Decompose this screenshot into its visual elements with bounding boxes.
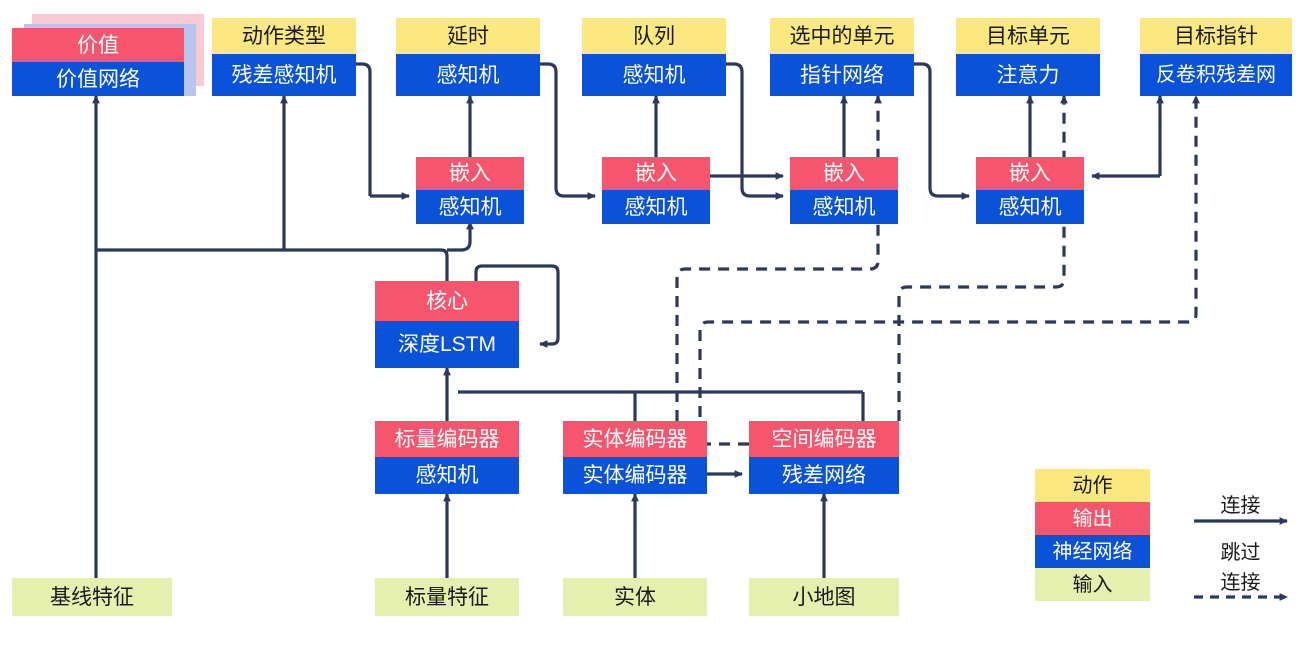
node-spatial-encoder-network-band: 残差网络 bbox=[749, 457, 899, 494]
node-entities[interactable]: 实体 bbox=[563, 578, 707, 616]
node-core[interactable]: 核心 深度LSTM bbox=[375, 281, 519, 368]
node-embed-3-network-band: 感知机 bbox=[790, 190, 898, 224]
node-spatial-encoder-output-band: 空间编码器 bbox=[749, 421, 899, 457]
node-entity-encoder-network-band: 实体编码器 bbox=[563, 457, 707, 494]
wire-selected-to-embed4 bbox=[914, 62, 970, 200]
node-baseline-features[interactable]: 基线特征 bbox=[12, 578, 172, 616]
node-queue-action-band: 队列 bbox=[582, 18, 726, 54]
skip-spatialenc-to-pointer bbox=[698, 95, 1200, 446]
node-selected-units-network-band: 指针网络 bbox=[770, 54, 914, 96]
node-delay[interactable]: 延时 感知机 bbox=[396, 18, 540, 96]
legend-skip-label-line1: 跳过 bbox=[1220, 542, 1261, 564]
legend-swatch-input: 输入 bbox=[1035, 568, 1150, 601]
node-queue[interactable]: 队列 感知机 bbox=[582, 18, 726, 96]
legend: 动作 输出 神经网络 输入 bbox=[1035, 469, 1150, 601]
node-value-output-band: 价值 bbox=[12, 28, 184, 62]
node-embed-4[interactable]: 嵌入 感知机 bbox=[976, 157, 1084, 224]
node-value-network-band: 价值网络 bbox=[12, 62, 184, 96]
node-action-type-network-band: 残差感知机 bbox=[212, 54, 356, 96]
legend-skip-label-line2: 连接 bbox=[1220, 572, 1261, 594]
node-embed-3[interactable]: 嵌入 感知机 bbox=[790, 157, 898, 224]
node-embed-1[interactable]: 嵌入 感知机 bbox=[416, 157, 524, 224]
node-selected-units-action-band: 选中的单元 bbox=[770, 18, 914, 54]
skip-spatialenc-to-targetunit bbox=[897, 95, 1068, 421]
node-minimap-label: 小地图 bbox=[749, 578, 899, 616]
node-entity-encoder[interactable]: 实体编码器 实体编码器 bbox=[563, 421, 707, 494]
node-queue-network-band: 感知机 bbox=[582, 54, 726, 96]
node-spatial-encoder[interactable]: 空间编码器 残差网络 bbox=[749, 421, 899, 494]
node-embed-4-output-band: 嵌入 bbox=[976, 157, 1084, 190]
node-core-output-band: 核心 bbox=[375, 281, 519, 321]
node-entity-encoder-output-band: 实体编码器 bbox=[563, 421, 707, 457]
legend-swatch-network: 神经网络 bbox=[1035, 535, 1150, 568]
node-action-type[interactable]: 动作类型 残差感知机 bbox=[212, 18, 356, 96]
node-embed-4-network-band: 感知机 bbox=[976, 190, 1084, 224]
node-selected-units[interactable]: 选中的单元 指针网络 bbox=[770, 18, 914, 96]
node-embed-2[interactable]: 嵌入 感知机 bbox=[602, 157, 710, 224]
wire-embed1-riser bbox=[356, 62, 372, 196]
node-core-network-band: 深度LSTM bbox=[375, 321, 519, 368]
skip-entityenc-to-selected bbox=[675, 95, 882, 421]
node-scalar-features-label: 标量特征 bbox=[375, 578, 519, 616]
wire-core-up bbox=[96, 248, 449, 281]
node-embed-2-network-band: 感知机 bbox=[602, 190, 710, 224]
node-scalar-features[interactable]: 标量特征 bbox=[375, 578, 519, 616]
node-embed-1-output-band: 嵌入 bbox=[416, 157, 524, 190]
node-scalar-encoder[interactable]: 标量编码器 感知机 bbox=[375, 421, 519, 494]
node-action-type-action-band: 动作类型 bbox=[212, 18, 356, 54]
node-delay-network-band: 感知机 bbox=[396, 54, 540, 96]
wire-delay-to-embed2 bbox=[540, 62, 596, 200]
legend-connection-label: 连接 bbox=[1220, 495, 1261, 517]
node-target-unit-network-band: 注意力 bbox=[956, 54, 1100, 96]
node-baseline-features-label: 基线特征 bbox=[12, 578, 172, 616]
node-target-point[interactable]: 目标指针 反卷积残差网 bbox=[1140, 18, 1292, 96]
wire-queue-to-embed3 bbox=[726, 62, 784, 200]
node-value[interactable]: 价值 价值网络 bbox=[12, 28, 184, 96]
node-minimap[interactable]: 小地图 bbox=[749, 578, 899, 616]
node-target-unit-action-band: 目标单元 bbox=[956, 18, 1100, 54]
wire-core-to-embed1 bbox=[447, 221, 474, 252]
node-scalar-encoder-network-band: 感知机 bbox=[375, 457, 519, 494]
node-target-point-action-band: 目标指针 bbox=[1140, 18, 1292, 54]
node-scalar-encoder-output-band: 标量编码器 bbox=[375, 421, 519, 457]
node-embed-3-output-band: 嵌入 bbox=[790, 157, 898, 190]
node-target-unit[interactable]: 目标单元 注意力 bbox=[956, 18, 1100, 96]
node-embed-1-network-band: 感知机 bbox=[416, 190, 524, 224]
wire-core-selfloop bbox=[474, 264, 560, 348]
legend-swatch-action: 动作 bbox=[1035, 469, 1150, 502]
node-delay-action-band: 延时 bbox=[396, 18, 540, 54]
legend-swatch-output: 输出 bbox=[1035, 502, 1150, 535]
node-entities-label: 实体 bbox=[563, 578, 707, 616]
node-target-point-network-band: 反卷积残差网 bbox=[1140, 54, 1292, 96]
node-embed-2-output-band: 嵌入 bbox=[602, 157, 710, 190]
